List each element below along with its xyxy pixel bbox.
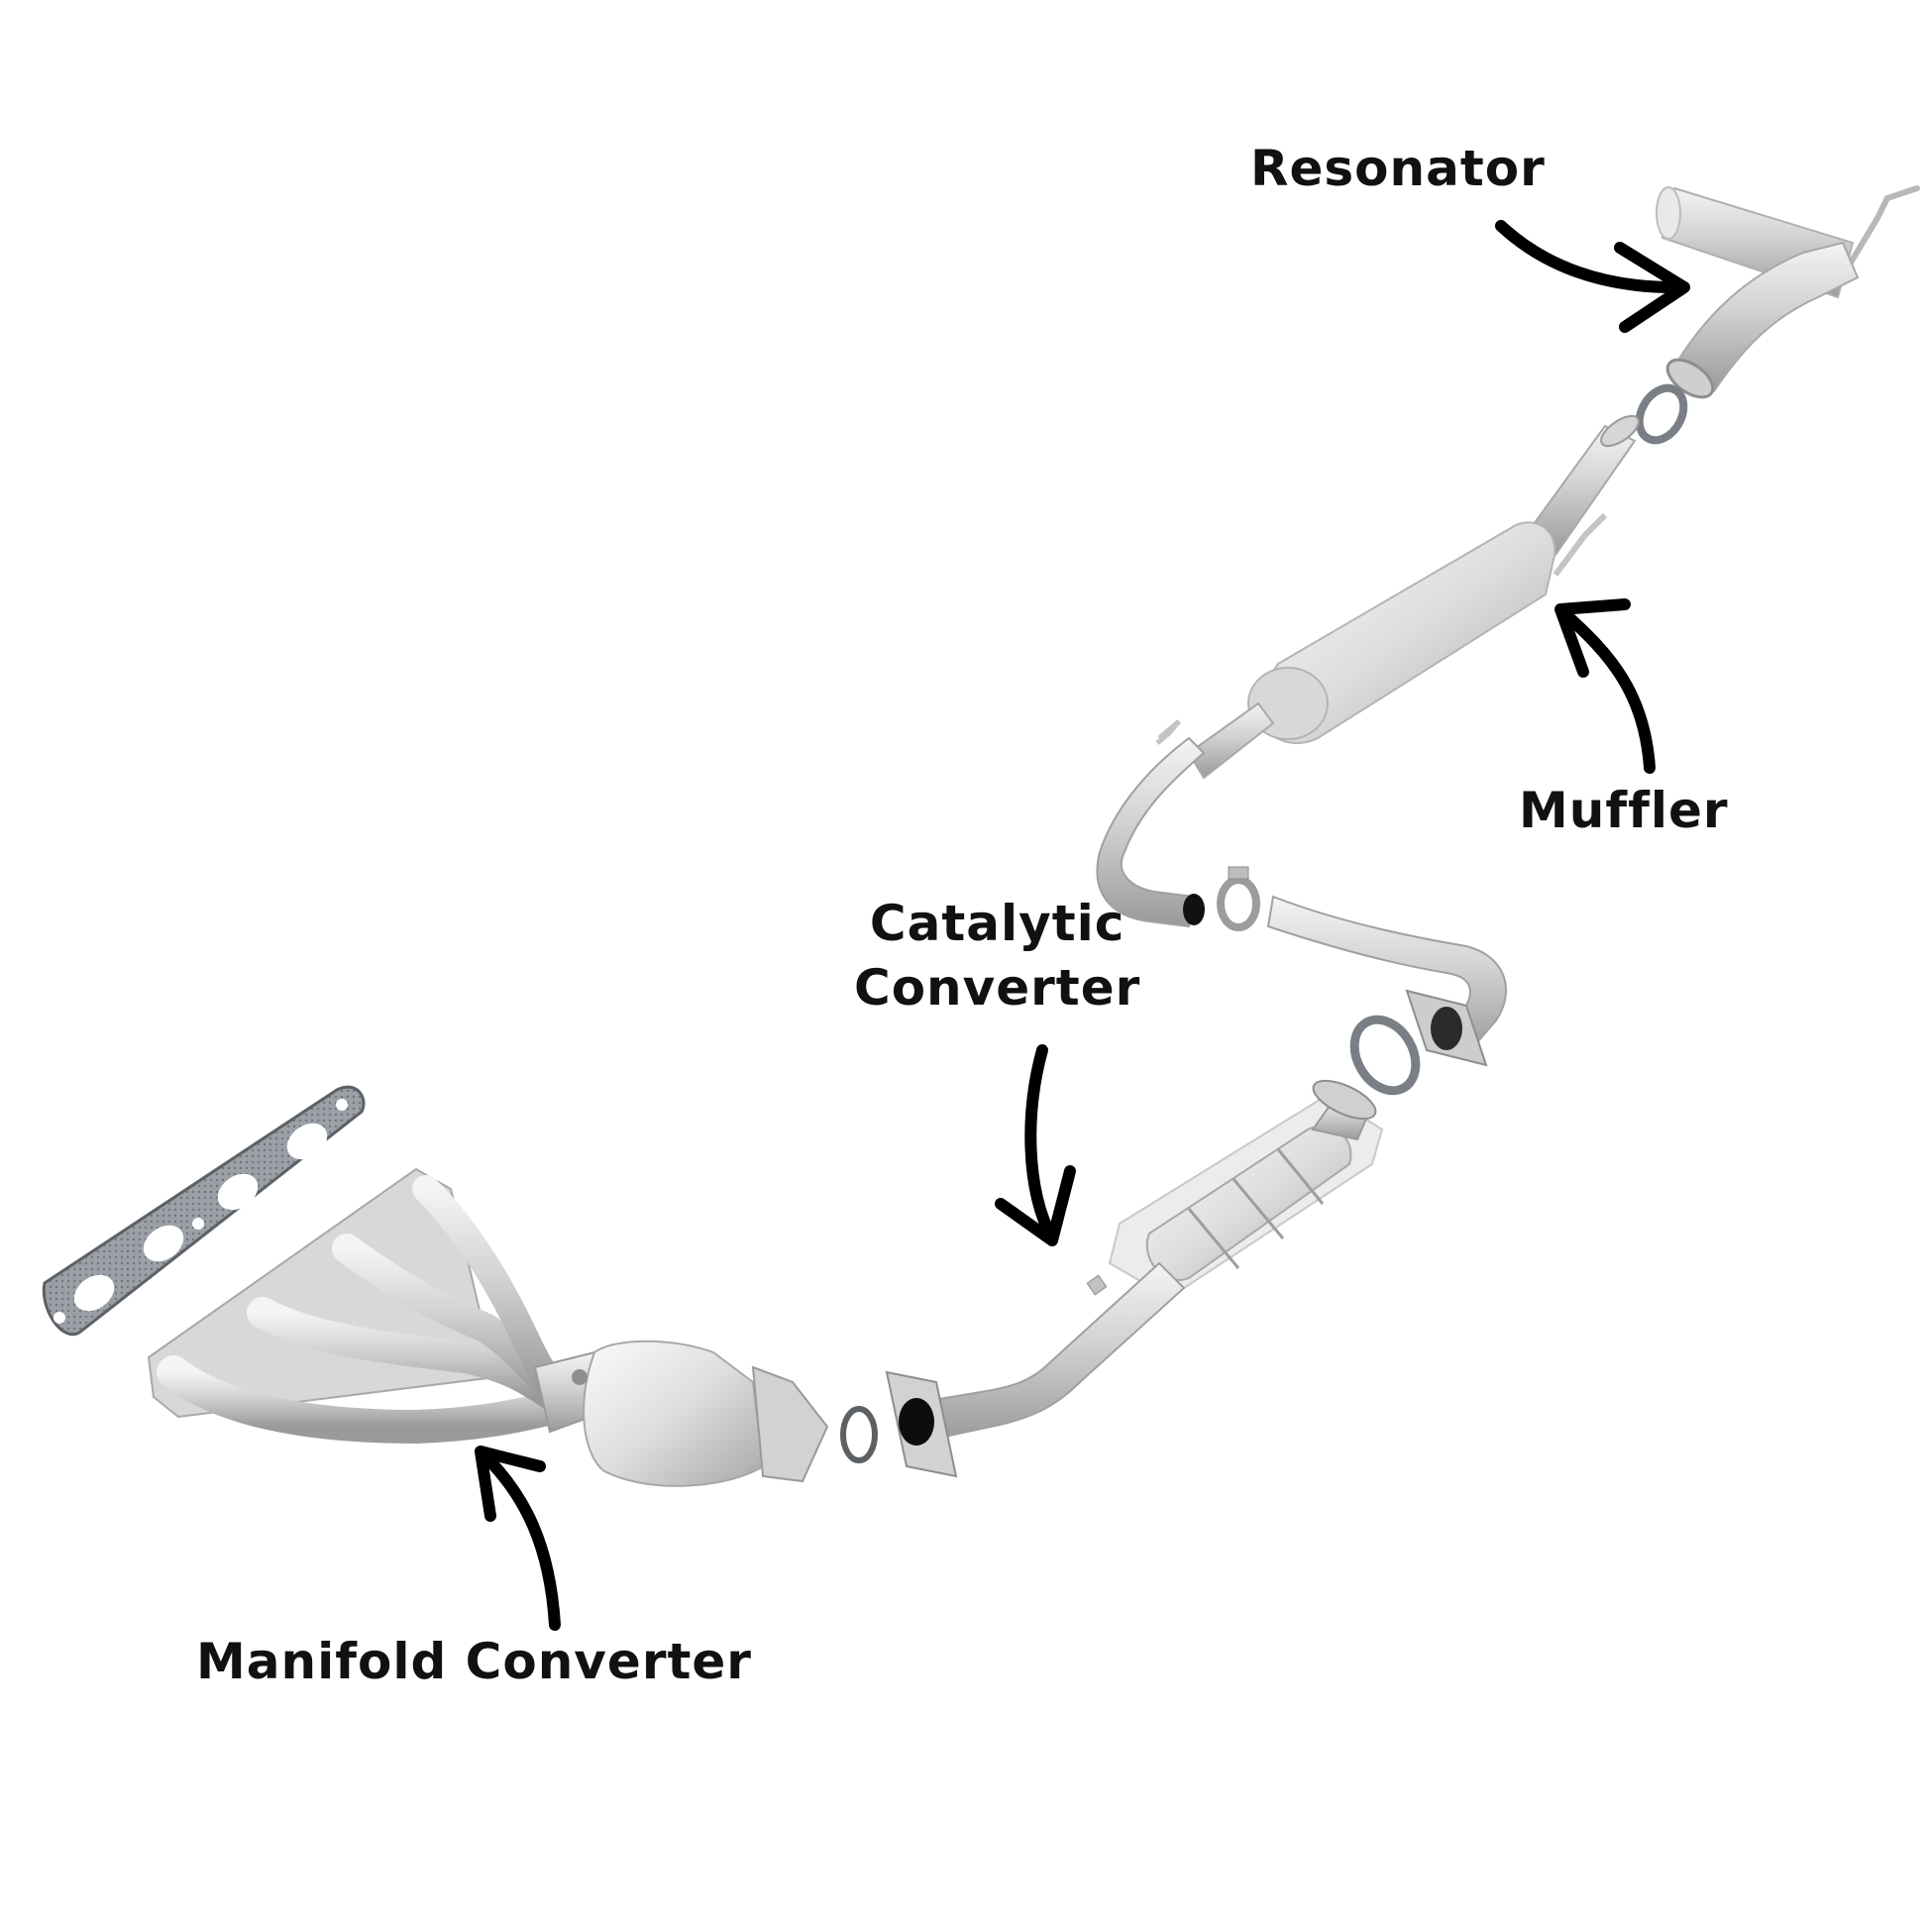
ring-gasket (840, 1406, 878, 1463)
intermediate-pipe-assembly (1096, 719, 1260, 931)
muffler-outlet-flange (1600, 414, 1640, 448)
label-manifold-converter: Manifold Converter (196, 1633, 752, 1690)
band-clamp (1217, 876, 1260, 931)
cat-rib-1 (1187, 1208, 1240, 1269)
pipe-hanger (1155, 719, 1181, 745)
o2-sensor-bung (1086, 1274, 1108, 1296)
label-catalytic-line1: Catalytic (869, 895, 1125, 952)
manifold-converter-assembly (147, 1167, 829, 1487)
label-catalytic-line2: Converter (854, 959, 1141, 1017)
label-resonator: Resonator (1250, 140, 1546, 197)
manifold-o2-port (572, 1369, 588, 1385)
front-pipe-opening (1431, 1007, 1462, 1050)
label-muffler: Muffler (1519, 782, 1729, 839)
muffler-assembly (1187, 414, 1640, 780)
catalytic-converter-assembly (885, 1079, 1384, 1478)
runner-1 (157, 1355, 572, 1445)
cat-outlet-pipe (920, 1261, 1186, 1444)
manifold-arrow (475, 1446, 561, 1631)
flange-gasket-mid (1349, 1015, 1421, 1096)
manifold-gasket (42, 1085, 366, 1337)
flange-gasket-rear (1635, 383, 1688, 445)
resonator-arrow (1495, 220, 1690, 333)
tip-hanger (1845, 185, 1920, 270)
band-clamp-bolt (1228, 866, 1249, 880)
front-pipe-assembly (1266, 895, 1507, 1096)
catalytic-arrow (995, 1044, 1076, 1246)
muffler-arrow (1554, 598, 1656, 774)
intermediate-pipe (1096, 736, 1206, 928)
pipe-opening (1183, 894, 1205, 925)
exhaust-tip-mouth (1656, 186, 1681, 240)
cat-rib-2 (1232, 1178, 1285, 1239)
manifold-cat-body (583, 1340, 765, 1487)
cat-outlet-opening (899, 1398, 934, 1446)
front-pipe (1266, 895, 1507, 1057)
cat-rib-3 (1276, 1148, 1325, 1205)
muffler-inlet-pipe (1187, 701, 1275, 780)
muffler-hanger (1553, 512, 1608, 577)
resonator-pipe-flange (1665, 358, 1715, 399)
cat-inlet-flange (1312, 1079, 1377, 1121)
label-catalytic-converter: Catalytic Converter (854, 892, 1140, 1020)
resonator-assembly (1635, 185, 1920, 445)
manifold-cat-outlet-flange (751, 1365, 829, 1483)
resonator-pipe (1672, 241, 1860, 393)
